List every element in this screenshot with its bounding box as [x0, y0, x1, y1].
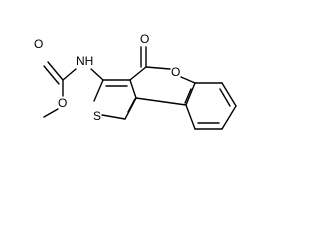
bond-n-thiophene [90, 68, 104, 81]
bond-c3a-c4 [129, 66, 147, 81]
bond-c9a-c9b [135, 97, 187, 106]
bond-carbonyl-c-n [62, 68, 77, 81]
bond-c5a-c9a-inner [184, 88, 192, 104]
atom-ring-oxygen: O [171, 65, 180, 79]
atom-carbonyl-oxygen: O [34, 37, 43, 51]
molecule-diagram: O O NH O O S [34, 32, 237, 130]
bond-c9-c9a [185, 104, 196, 130]
bond-c7-c8 [221, 105, 237, 130]
bond-c6-c7-inner [219, 88, 231, 107]
bond-c5a-c9a [185, 82, 196, 106]
bond-carbonyl-c-o-double-a [47, 61, 64, 81]
bond-c1-c9b-inner [127, 98, 136, 113]
atom-lactone-carbonyl-oxygen: O [140, 32, 149, 46]
bond-c3-s [93, 79, 104, 102]
bond-c6-c7 [221, 82, 237, 107]
atom-sulfur: S [93, 109, 101, 123]
bond-s-c1 [101, 114, 126, 120]
structure-drawing: O O NH O O S [34, 32, 237, 130]
atom-ester-oxygen: O [58, 96, 67, 110]
bond-c3a-c9b [129, 79, 137, 99]
bond-ring-o-c5a [180, 76, 196, 84]
bond-c4-ring-o [145, 66, 171, 70]
bond-carbonyl-c-o-double-b [43, 65, 60, 85]
atom-nitrogen: NH [76, 54, 93, 68]
bond-methyl-ester-o [43, 108, 59, 118]
